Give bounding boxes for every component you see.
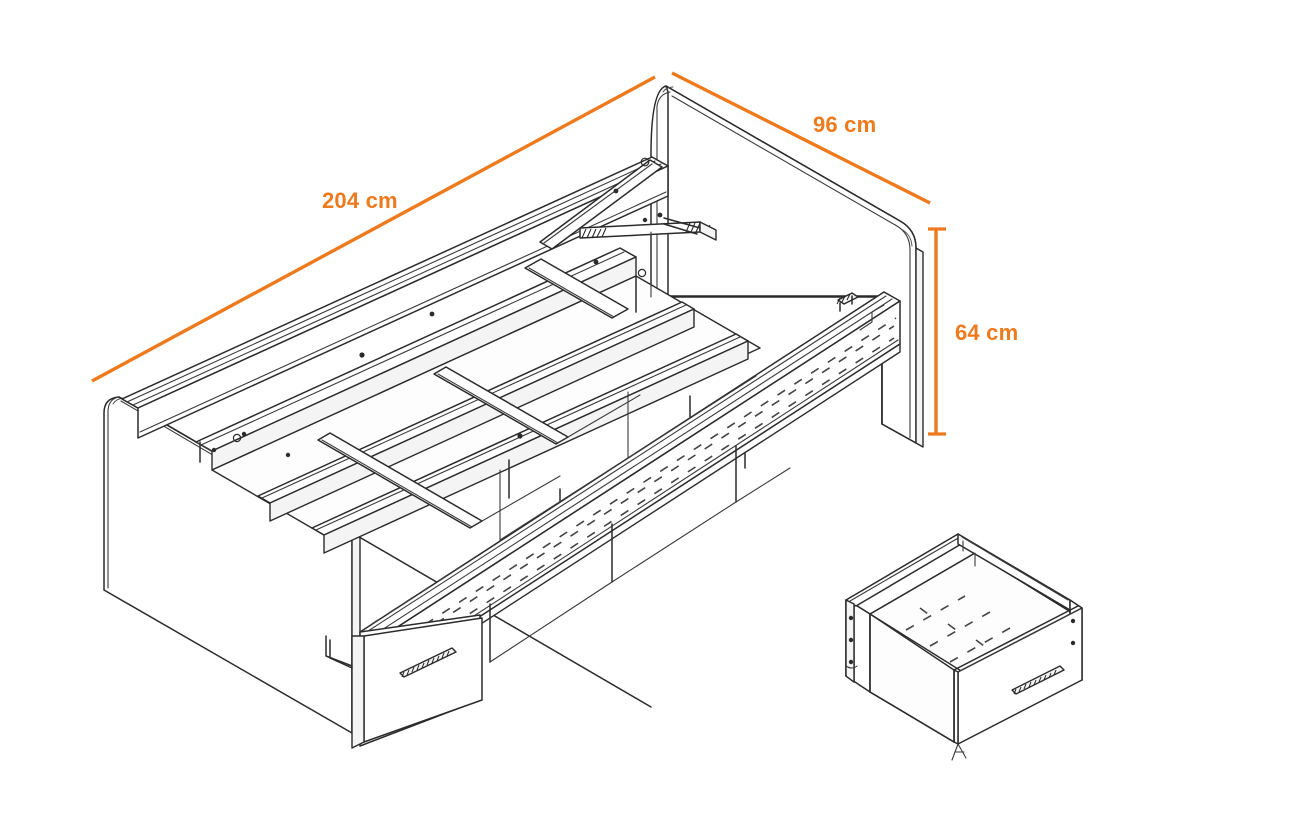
dimension-height-label: 64 cm — [955, 320, 1018, 345]
back-side-rail — [118, 156, 669, 708]
footboard-bracket — [195, 441, 217, 463]
drawer-base-hidden-dashes-2 — [919, 607, 985, 647]
drawer-detail-view — [845, 533, 1083, 761]
slat-frame — [195, 247, 761, 554]
drawer-runner-dashes — [371, 557, 475, 625]
dimension-height: 64 cm — [928, 227, 1018, 436]
dimension-length: 204 cm — [91, 75, 656, 383]
dimension-width: 96 cm — [671, 71, 931, 205]
dimension-length-label: 204 cm — [322, 188, 398, 213]
drawer-handle-detail[interactable] — [1011, 665, 1065, 695]
dimension-length-line — [91, 75, 656, 383]
under-bed-compartments — [375, 343, 901, 693]
hidden-edge-dashes — [385, 317, 897, 669]
headboard-bracket-hardware — [539, 157, 717, 298]
dimension-width-label: 96 cm — [813, 112, 876, 137]
drawer-handle-attached[interactable] — [399, 647, 457, 678]
headboard-panel — [650, 85, 924, 448]
dimension-width-line — [671, 71, 931, 205]
bed-main-view — [103, 85, 924, 749]
attached-drawer — [325, 557, 483, 749]
bracket-hatch-left — [581, 227, 607, 239]
